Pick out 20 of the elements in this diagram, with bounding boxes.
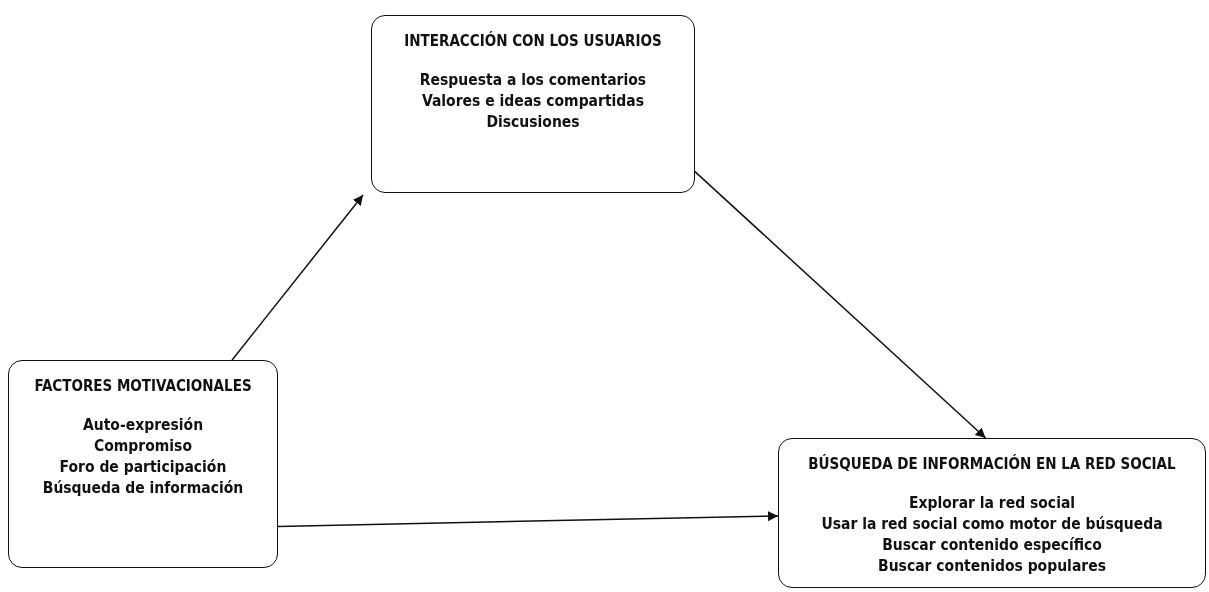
box-heading: BÚSQUEDA DE INFORMACIÓN EN LA RED SOCIAL	[808, 455, 1176, 473]
list-item: Valores e ideas compartidas	[421, 91, 645, 112]
list-item: Compromiso	[94, 436, 192, 457]
list-item: Explorar la red social	[908, 493, 1076, 514]
list-item: Respuesta a los comentarios	[419, 70, 647, 91]
list-item: Buscar contenidos populares	[878, 556, 1106, 577]
list-item: Discusiones	[486, 112, 580, 133]
box-heading: FACTORES MOTIVACIONALES	[34, 377, 252, 395]
box-heading: INTERACCIÓN CON LOS USUARIOS	[404, 32, 662, 50]
list-item: Búsqueda de información	[42, 478, 244, 499]
arrow	[694, 170, 987, 439]
arrow	[277, 511, 779, 528]
list-item: Buscar contenido específico	[882, 535, 1102, 556]
list-item: Auto-expresión	[82, 415, 204, 436]
process-box	[8, 360, 278, 568]
process-box	[778, 438, 1206, 588]
arrow	[231, 194, 364, 361]
list-item: Usar la red social como motor de búsqueda	[821, 514, 1163, 535]
list-item: Foro de participación	[59, 457, 227, 478]
process-box	[371, 15, 695, 193]
